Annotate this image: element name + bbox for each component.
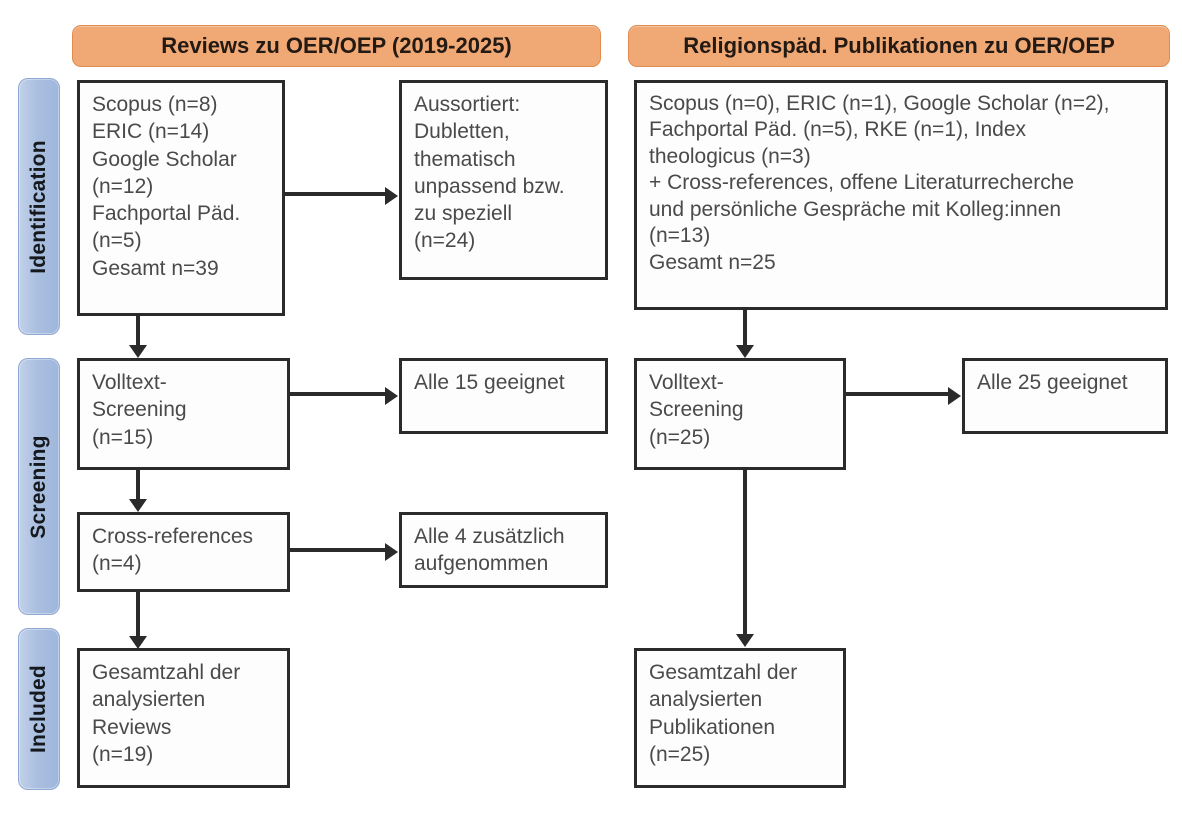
connector-right-screening-to-suitable [846, 392, 948, 396]
column-header-left-label: Reviews zu OER/OEP (2019-2025) [161, 33, 512, 58]
connector-left-screening-to-crossrefs [136, 470, 140, 503]
arrowhead-right-sources-to-screening [736, 345, 754, 358]
box-left-all-suitable: Alle 15 geeignet [399, 358, 608, 434]
phase-bar-included: Included [18, 628, 60, 790]
arrowhead-left-crossrefs-to-included [129, 636, 147, 649]
box-left-fulltext-screening: Volltext- Screening (n=15) [77, 358, 290, 470]
box-left-identification-sources: Scopus (n=8) ERIC (n=14) Google Scholar … [77, 80, 285, 316]
box-left-excluded: Aussortiert: Dubletten, thematisch unpas… [399, 80, 608, 280]
phase-label-included: Included [27, 665, 50, 753]
box-right-identification-sources: Scopus (n=0), ERIC (n=1), Google Scholar… [634, 80, 1168, 310]
connector-left-screening-to-suitable [290, 392, 385, 396]
phase-bar-screening: Screening [18, 358, 60, 615]
column-header-right-label: Religionspäd. Publikationen zu OER/OEP [683, 33, 1115, 58]
connector-right-sources-to-screening [743, 310, 747, 349]
arrowhead-left-sources-to-excluded [385, 187, 398, 205]
phase-label-screening: Screening [27, 434, 50, 539]
arrowhead-left-crossrefs-to-added [385, 543, 398, 561]
box-left-cross-added: Alle 4 zusätzlich aufgenommen [399, 512, 608, 588]
arrowhead-right-screening-to-suitable [948, 387, 961, 405]
box-right-included-total: Gesamtzahl der analysierten Publikatione… [634, 648, 846, 788]
phase-bar-identification: Identification [18, 78, 60, 335]
box-left-cross-references: Cross-references (n=4) [77, 512, 290, 592]
phase-label-identification: Identification [27, 139, 50, 274]
arrowhead-left-screening-to-suitable [385, 387, 398, 405]
connector-left-crossrefs-to-added [290, 548, 385, 552]
connector-left-sources-to-screening [136, 316, 140, 349]
box-left-included-total: Gesamtzahl der analysierten Reviews (n=1… [77, 648, 290, 788]
column-header-right: Religionspäd. Publikationen zu OER/OEP [628, 25, 1170, 67]
connector-left-sources-to-excluded [285, 192, 385, 196]
arrowhead-left-sources-to-screening [129, 345, 147, 358]
connector-right-screening-to-included [743, 470, 747, 638]
arrowhead-right-screening-to-included [736, 634, 754, 647]
box-right-fulltext-screening: Volltext- Screening (n=25) [634, 358, 846, 470]
column-header-left: Reviews zu OER/OEP (2019-2025) [72, 25, 601, 67]
arrowhead-left-screening-to-crossrefs [129, 499, 147, 512]
connector-left-crossrefs-to-included [136, 592, 140, 640]
box-right-all-suitable: Alle 25 geeignet [962, 358, 1168, 434]
